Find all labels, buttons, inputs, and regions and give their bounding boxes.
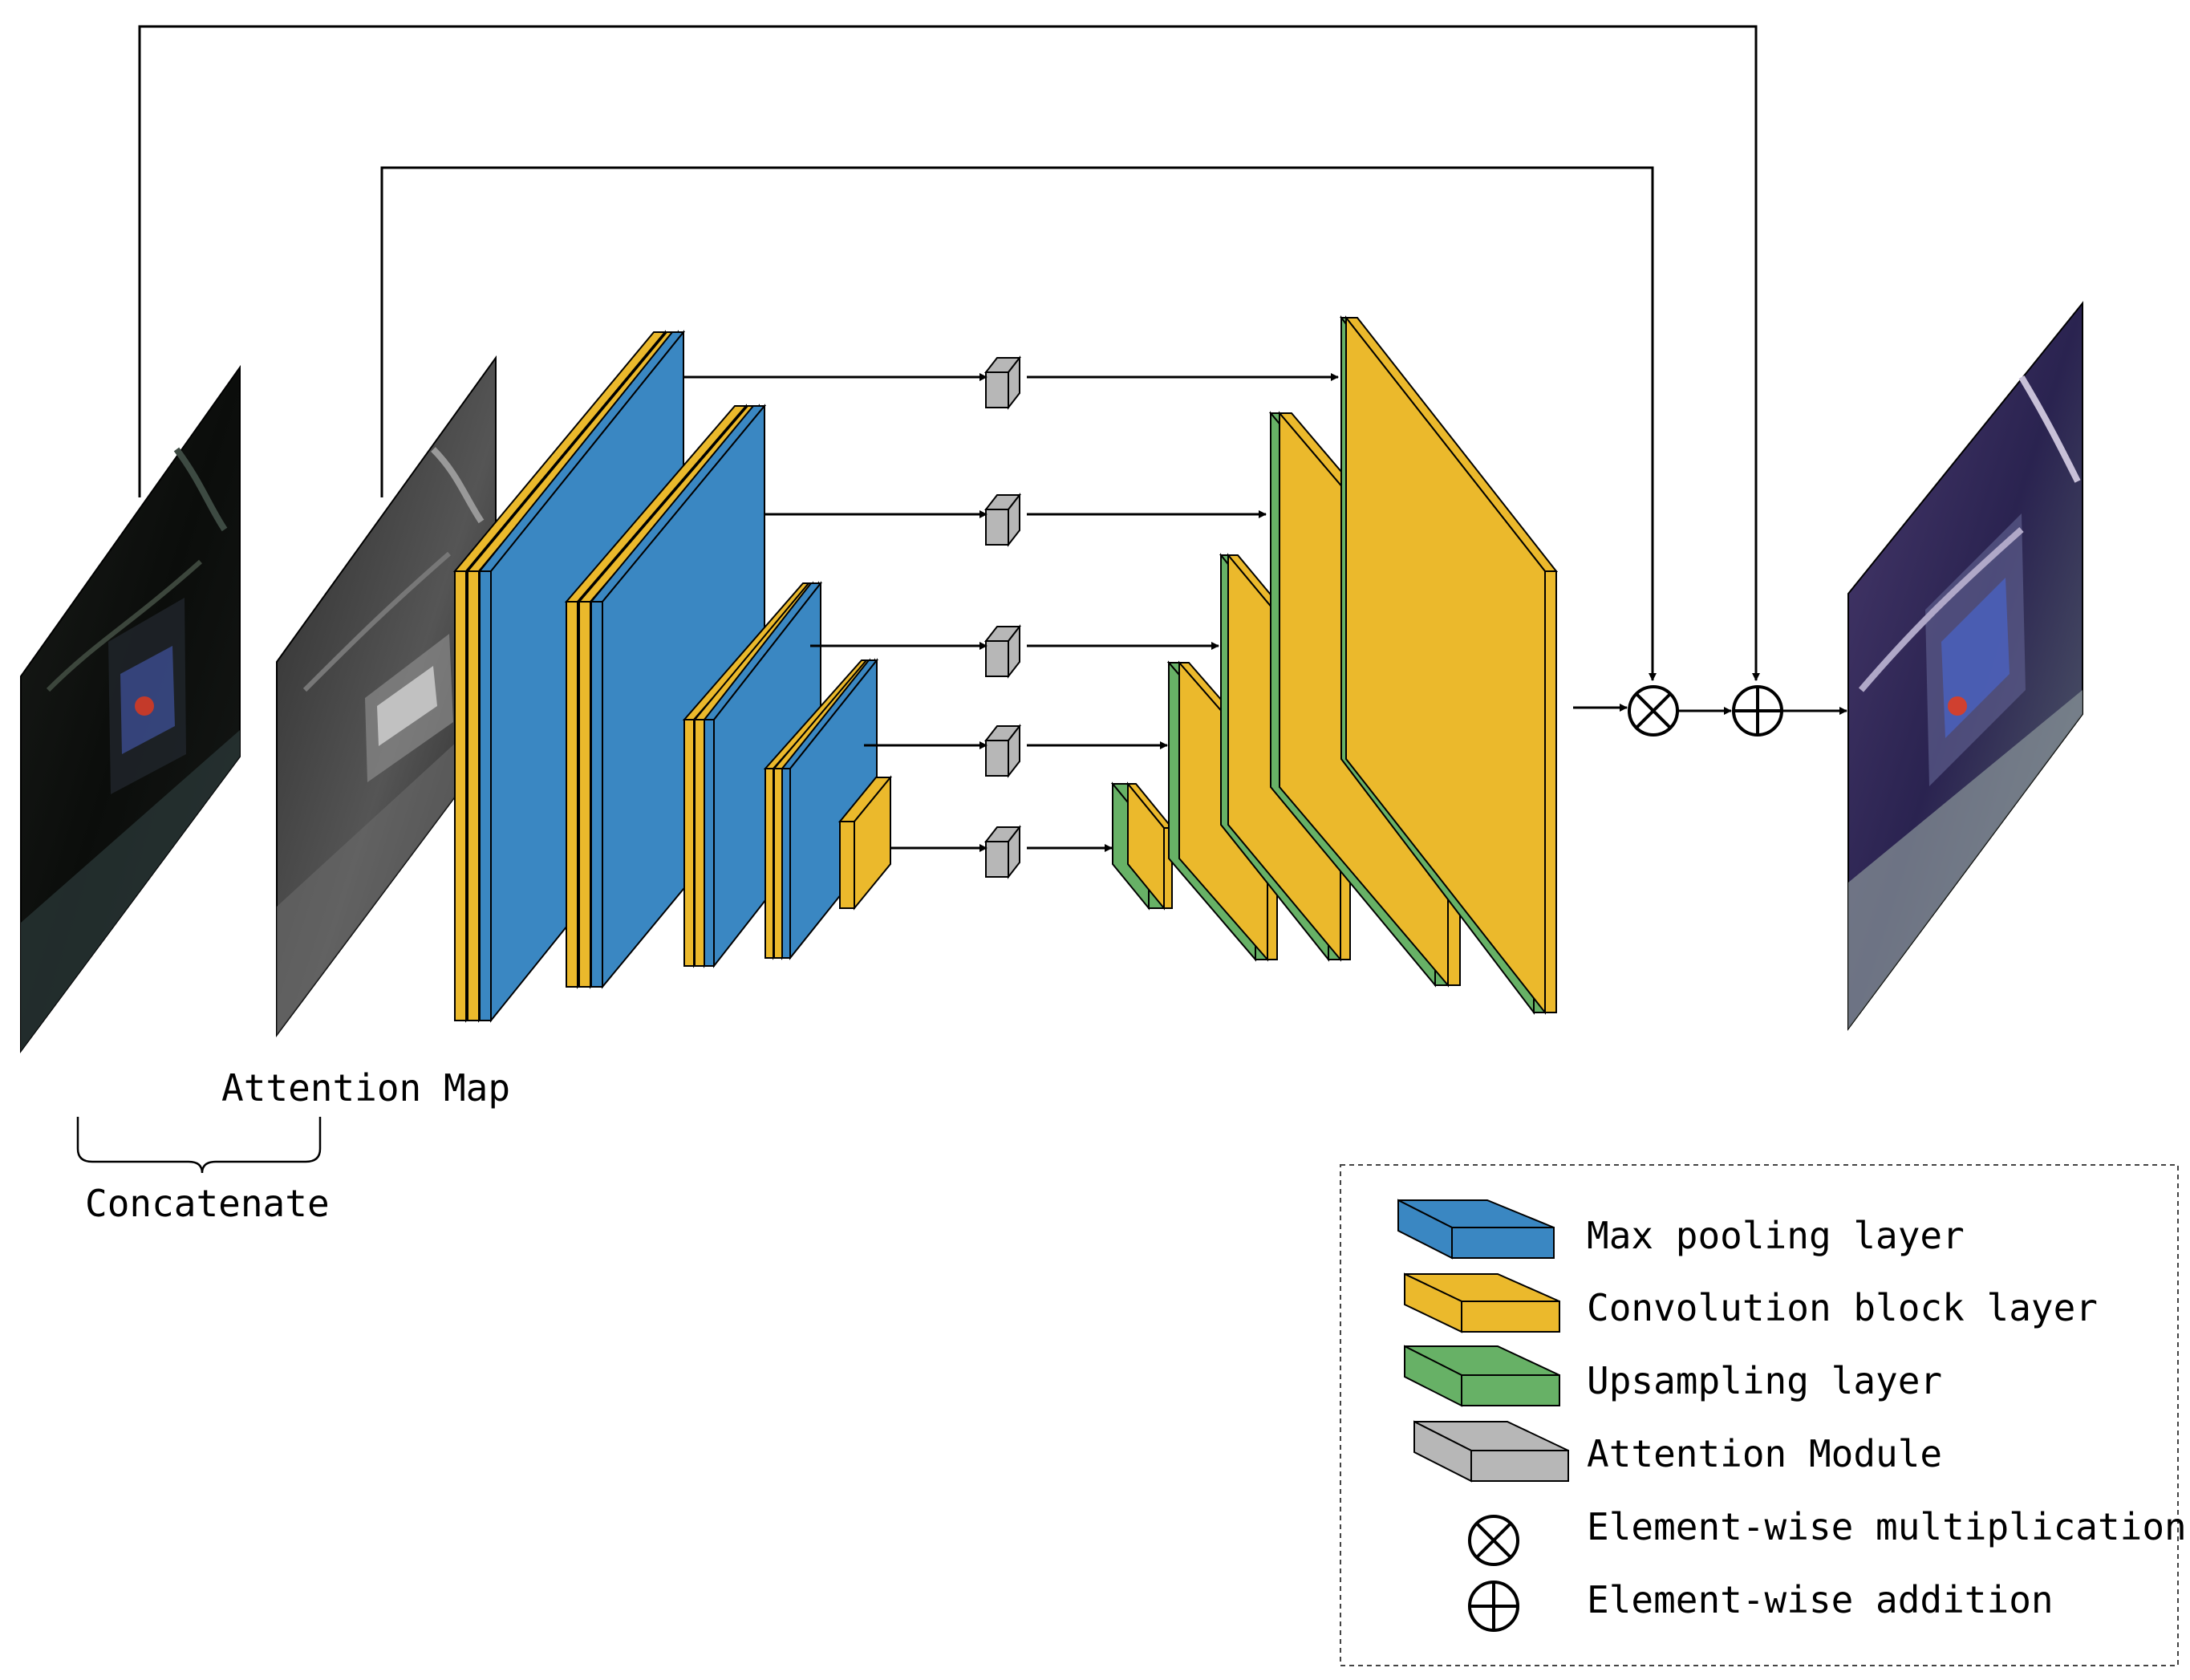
grayscale-attention-map — [276, 355, 497, 1038]
network-layers — [452, 315, 1559, 1023]
enhanced-output-image — [1847, 301, 2083, 1032]
attention-modules — [983, 355, 1022, 879]
attention-skip-line — [380, 166, 1657, 681]
legend-label-attention-module: Attention Module — [1587, 1432, 1942, 1475]
encoder-pool-4 — [780, 658, 879, 960]
legend-label-multiplication: Element-wise multiplication — [1587, 1505, 2187, 1548]
attention-module-1 — [983, 355, 1022, 410]
circle-plus-icon — [1468, 1581, 1519, 1632]
dark-input-image — [20, 364, 241, 1054]
global-skip-connections — [138, 25, 1760, 681]
attention-module-5 — [983, 825, 1022, 879]
encoder-pool-2 — [589, 404, 767, 989]
circle-plus-icon — [1732, 685, 1783, 737]
legend-label-upsampling: Upsampling layer — [1587, 1359, 1942, 1402]
legend: Max pooling layer Convolution block laye… — [1340, 1164, 2187, 1666]
attention-module-4 — [983, 724, 1022, 778]
bottleneck-conv — [837, 775, 893, 911]
input-skip-line — [138, 25, 1760, 681]
blue-block-icon — [1397, 1199, 1555, 1260]
green-block-icon — [1404, 1345, 1560, 1407]
attention-module-2 — [983, 493, 1022, 547]
legend-label-convolution: Convolution block layer — [1587, 1286, 2098, 1329]
internal-skip-arrows — [683, 373, 1339, 852]
gray-block-icon — [1413, 1420, 1569, 1483]
attention-map-label: Attention Map — [221, 1066, 510, 1110]
concatenate-label: Concatenate — [85, 1182, 330, 1225]
circle-times-icon — [1468, 1515, 1519, 1566]
decoder-conv-5 — [1344, 315, 1559, 1015]
output-operators — [1573, 685, 1847, 737]
concatenate-brace — [76, 1117, 322, 1174]
legend-label-addition: Element-wise addition — [1587, 1578, 2054, 1621]
legend-label-max-pooling: Max pooling layer — [1587, 1214, 1965, 1257]
circle-times-icon — [1628, 685, 1679, 737]
attention-module-3 — [983, 624, 1022, 679]
yellow-block-icon — [1404, 1272, 1560, 1333]
